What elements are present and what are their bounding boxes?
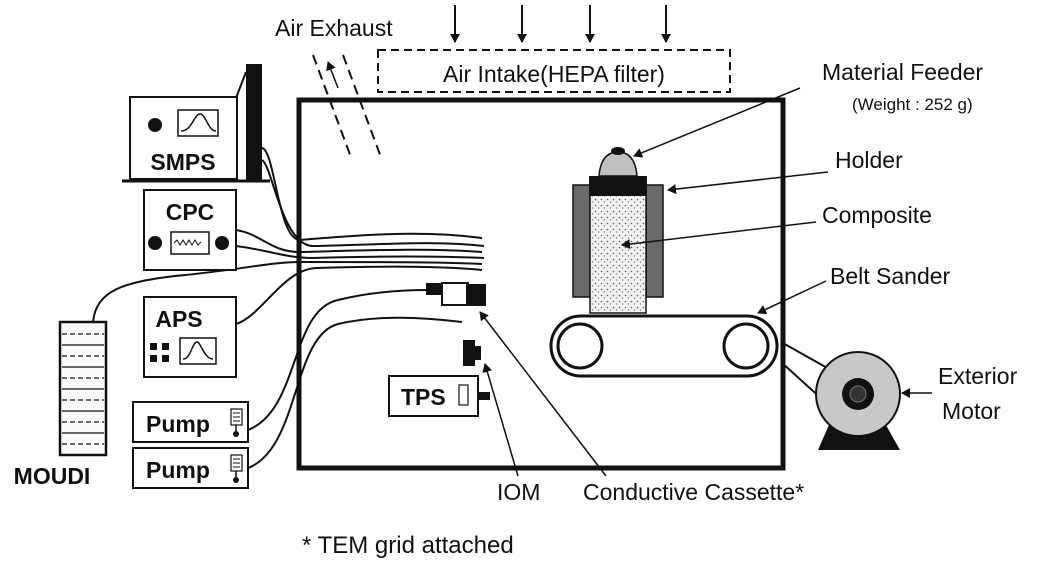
iom-pointer xyxy=(482,363,519,477)
iom-label: IOM xyxy=(497,479,540,505)
air-intake-label: Air Intake(HEPA filter) xyxy=(443,61,665,87)
material-feeder-label: Material Feeder xyxy=(822,59,983,85)
aps-keypad xyxy=(150,343,169,362)
smps-indicator-dot xyxy=(148,118,162,132)
cpc-dot-left xyxy=(148,236,162,250)
smps-screen xyxy=(177,109,219,137)
smps-column xyxy=(246,64,262,180)
cpc-label: CPC xyxy=(166,199,215,225)
weight-label: (Weight : 252 g) xyxy=(852,95,973,114)
composite-block xyxy=(589,194,647,314)
moudi-label: MOUDI xyxy=(14,463,91,489)
exterior-motor-label-line1: Exterior xyxy=(938,363,1018,389)
moudi-stages xyxy=(62,333,104,445)
belt-sander-pointer xyxy=(757,280,827,315)
conductive-cassette-black xyxy=(466,284,486,306)
cassette-inlet xyxy=(426,283,444,295)
iom-sampler xyxy=(463,340,475,366)
footnote: * TEM grid attached xyxy=(302,532,514,559)
cpc-unit xyxy=(143,189,237,271)
pump-2-label: Pump xyxy=(146,457,210,483)
exterior-motor-label-line2: Motor xyxy=(942,398,1001,424)
cpc-screen xyxy=(170,231,210,255)
smps-label: SMPS xyxy=(150,149,215,175)
belt-sander-belt xyxy=(549,314,779,378)
intake-arrows xyxy=(450,5,671,43)
pump-1-gauge-icon xyxy=(230,408,243,437)
cpc-dot-right xyxy=(215,236,229,250)
motor-hub-inner xyxy=(849,385,867,403)
belt-roller-right xyxy=(722,322,770,370)
holder-left-plate xyxy=(572,184,591,298)
feeder-cap xyxy=(589,176,647,196)
pump-2-gauge-icon xyxy=(230,454,243,483)
iom-sampler-cap xyxy=(474,346,481,360)
holder-label: Holder xyxy=(835,147,903,173)
material-feeder-dome xyxy=(598,151,638,177)
exhaust-arrow xyxy=(326,61,339,89)
smps-column-tube xyxy=(235,71,247,99)
aps-label: APS xyxy=(155,306,202,332)
smps-curve xyxy=(180,113,217,132)
pump-1-unit xyxy=(132,401,249,443)
exhaust-duct xyxy=(312,54,383,161)
belt-sander-label: Belt Sander xyxy=(830,263,951,289)
pump-1-label: Pump xyxy=(146,411,210,437)
feeder-knob xyxy=(611,147,625,155)
belt-roller-left xyxy=(556,322,604,370)
sampling-tubes xyxy=(92,147,485,469)
conductive-cassette-white xyxy=(441,282,469,306)
cpc-signal xyxy=(173,239,202,246)
pump-2-unit xyxy=(132,447,249,489)
air-exhaust-label: Air Exhaust xyxy=(275,15,393,41)
tps-label: TPS xyxy=(401,384,446,410)
tps-switch-icon xyxy=(458,384,469,406)
conductive-cassette-label: Conductive Cassette* xyxy=(583,479,804,505)
tps-inlet xyxy=(478,392,490,400)
chamber-box xyxy=(296,97,786,471)
feeder-pointer xyxy=(633,87,801,158)
cassette-pointer xyxy=(479,311,607,477)
composite-pointer xyxy=(621,221,817,250)
composite-label: Composite xyxy=(822,202,932,228)
holder-pointer xyxy=(667,171,829,195)
aps-curve xyxy=(182,341,214,360)
air-intake-box xyxy=(377,49,731,93)
